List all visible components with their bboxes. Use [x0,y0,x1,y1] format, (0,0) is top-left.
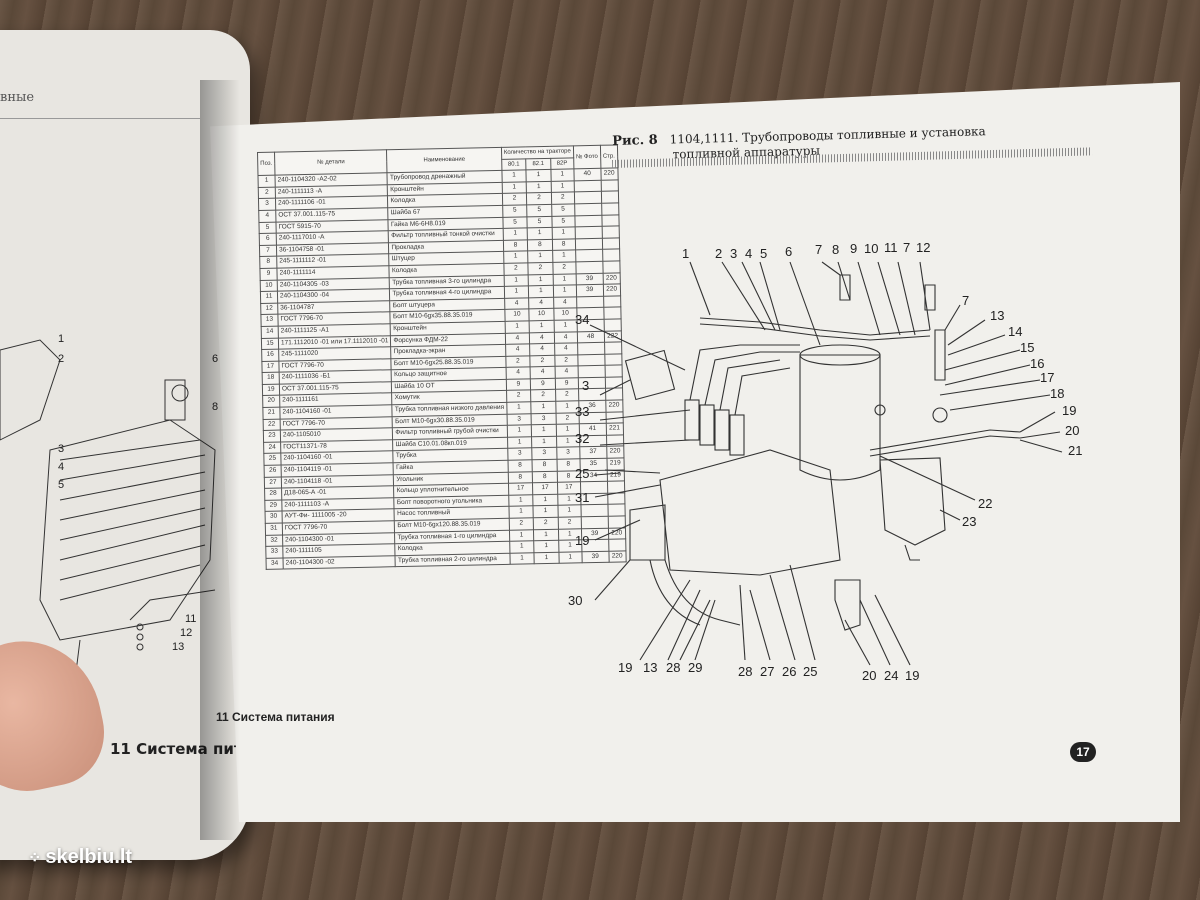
callout-16: 16 [1030,356,1044,371]
left-callout-12: 12 [180,627,192,639]
callout-4: 4 [745,246,752,261]
callout-13b: 13 [643,660,657,675]
callout-28: 28 [666,660,680,675]
callout-12: 12 [916,240,930,255]
callout-9: 9 [850,241,857,256]
callout-28b: 28 [738,664,752,679]
left-page-header: вные [0,90,35,105]
callout-7: 7 [815,242,822,257]
callout-31: 31 [575,490,589,505]
left-callout-2: 2 [58,353,64,365]
callout-2: 2 [715,246,722,261]
callout-13: 13 [990,308,1004,323]
callout-1: 1 [682,246,689,261]
callout-25: 25 [575,466,589,481]
callout-7c: 7 [962,293,969,308]
watermark-text: skelbiu.lt [45,846,133,868]
callout-27: 27 [760,664,774,679]
callout-30: 30 [568,593,582,608]
callout-15: 15 [1020,340,1034,355]
callout-32: 32 [575,431,589,446]
callout-19c: 19 [618,660,632,675]
callout-19d: 19 [905,668,919,683]
callout-26: 26 [782,664,796,679]
callout-23: 23 [962,514,976,529]
left-callout-13: 13 [172,641,184,653]
callout-24: 24 [884,668,898,683]
callout-19: 19 [1062,403,1076,418]
left-callout-4: 4 [58,461,64,473]
callout-5: 5 [760,246,767,261]
left-callout-11: 11 [185,613,196,625]
page-number-badge: 17 [1070,742,1096,762]
callout-22: 22 [978,496,992,511]
left-callout-6: 6 [212,353,218,365]
left-callout-1: 1 [58,333,64,345]
watermark-logo-icon: ⁘ [28,850,41,867]
callout-25b: 25 [803,664,817,679]
callout-21: 21 [1068,443,1082,458]
callout-34: 34 [575,312,589,327]
callout-8: 8 [832,242,839,257]
section-footer: 11 Система питания [216,710,335,724]
callout-20b: 20 [862,668,876,683]
left-callout-5: 5 [58,479,64,491]
callout-29: 29 [688,660,702,675]
left-callout-3: 3 [58,443,64,455]
callout-layer: 1 2 3 4 5 6 7 8 9 10 11 7 12 7 13 14 15 … [568,240,1082,683]
left-page-footer: 11 Система пита [110,740,253,758]
callout-7b: 7 [903,240,910,255]
callout-17: 17 [1040,370,1054,385]
left-header-rule [0,118,200,119]
callout-14: 14 [1008,324,1022,339]
callout-18: 18 [1050,386,1064,401]
watermark: ⁘skelbiu.lt [28,846,132,869]
callout-3: 3 [730,246,737,261]
book-gutter-shadow [200,80,240,840]
callout-10: 10 [864,241,878,256]
callout-6: 6 [785,244,792,259]
callout-20: 20 [1065,423,1079,438]
callout-3-inset: 3 [582,378,589,393]
callout-33: 33 [575,404,589,419]
left-callout-8: 8 [212,401,218,413]
callout-19b: 19 [575,533,589,548]
callout-11: 11 [884,240,898,255]
